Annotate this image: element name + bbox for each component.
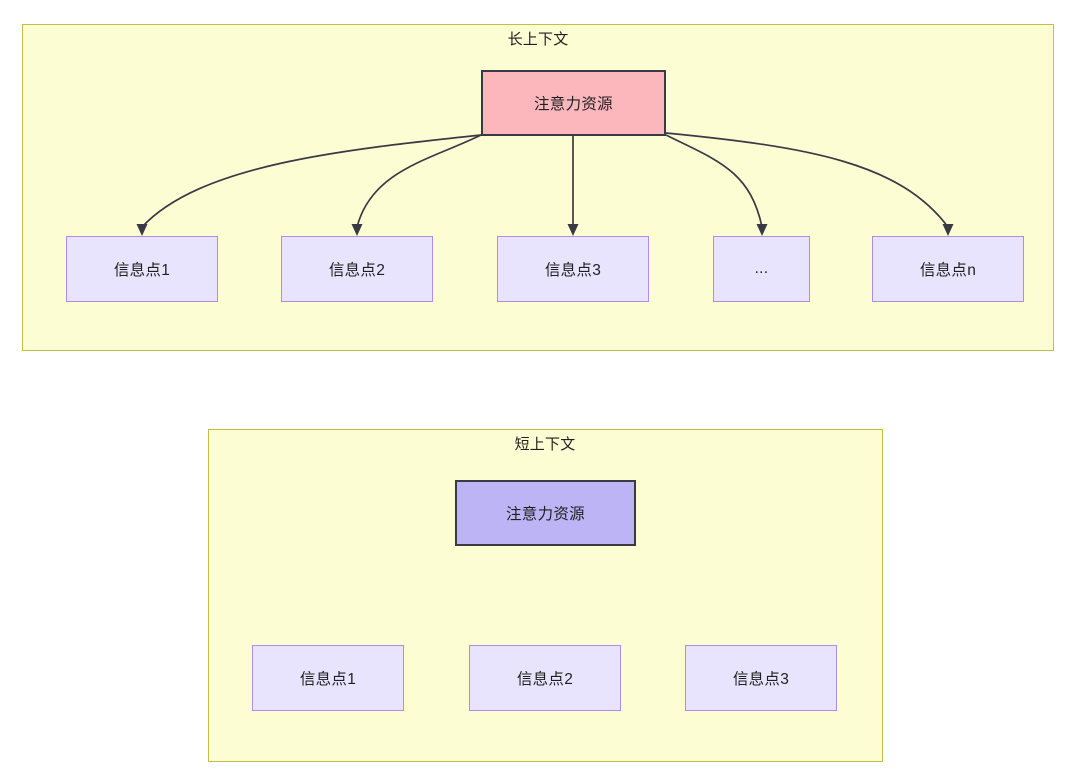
group-short-context-title: 短上下文 [514, 436, 576, 453]
node-info-point-long-2[interactable]: 信息点2 [281, 236, 433, 302]
node-info-point-short-3[interactable]: 信息点3 [685, 645, 837, 711]
node-info-point-short-1[interactable]: 信息点1 [252, 645, 404, 711]
node-attention-resource-long[interactable]: 注意力资源 [481, 70, 666, 136]
group-short-context[interactable] [208, 429, 883, 762]
node-info-point-long-n[interactable]: 信息点n [872, 236, 1024, 302]
node-info-point-short-2[interactable]: 信息点2 [469, 645, 621, 711]
node-info-point-long-3[interactable]: 信息点3 [497, 236, 649, 302]
node-attention-resource-short[interactable]: 注意力资源 [455, 480, 636, 546]
node-info-point-long-ellipsis[interactable]: ... [713, 236, 810, 302]
node-info-point-long-1[interactable]: 信息点1 [66, 236, 218, 302]
group-long-context-title: 长上下文 [507, 31, 569, 48]
